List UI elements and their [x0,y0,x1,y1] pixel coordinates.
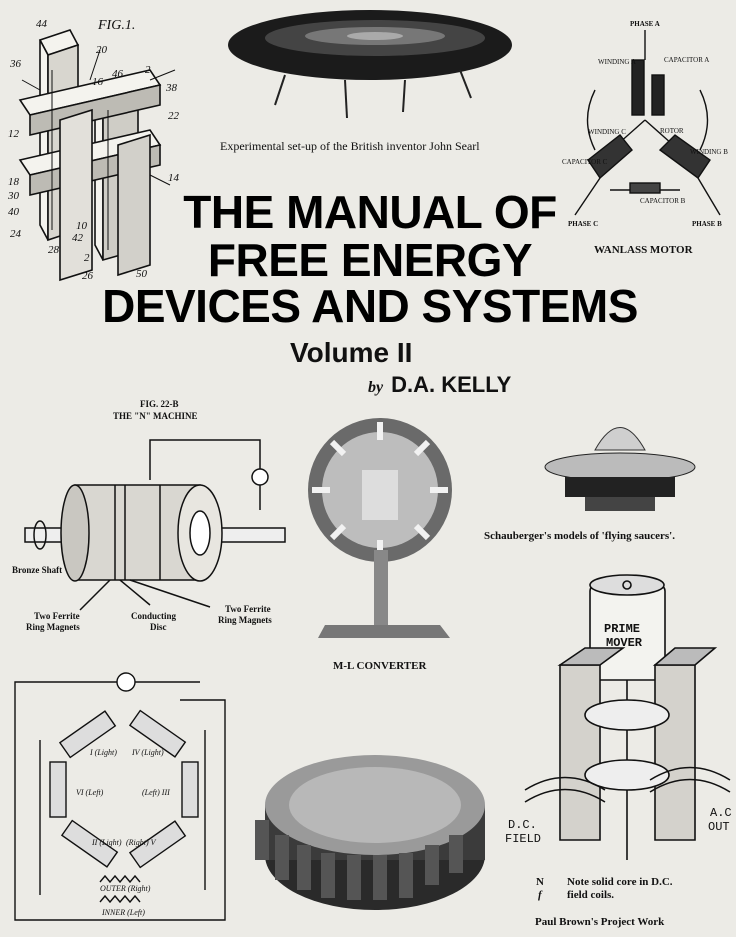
wanlass-label: PHASE C [568,220,599,228]
schauberger-saucer-photo [540,405,700,520]
fig1-number: 20 [96,44,107,56]
fig1-number: 2 [84,252,90,264]
fig1-number: 2 [145,64,151,76]
fig1-number: 38 [166,82,177,94]
fig1-number: 36 [10,58,21,70]
note-text-1: Note solid core in D.C. [567,876,673,888]
fig1-number: 40 [8,206,19,218]
prime-mover-label-1: PRIME [604,622,641,636]
wanlass-motor-diagram: PHASE A CAPACITOR A WINDING A ROTOR WIND… [560,20,730,240]
author-line: by D.A. KELLY [368,372,511,398]
n-machine-title: THE "N" MACHINE [113,411,198,421]
fig1-number: 16 [92,76,103,88]
disc-label-2: Disc [150,622,167,632]
volume-label: Volume II [290,337,413,368]
coil-label: I (Light) [90,748,117,757]
title-line-3: DEVICES AND SYSTEMS [102,280,638,332]
searl-caption: Experimental set-up of the British inven… [220,139,480,153]
dc-field-label-1: D.C. [508,818,537,832]
n-machine-fig: FIG. 22-B [140,399,179,409]
fig1-number: 26 [82,270,93,282]
author-prefix: by [368,379,384,396]
fig1-number: 18 [8,176,19,188]
wanlass-label: WINDING A [598,58,636,66]
paul-brown-device-diagram: PRIME MOVER D.C. FIELD A.C OUT [505,570,736,870]
coil-label: II (Light) [92,838,122,847]
fig1-number: 44 [36,18,47,30]
searl-disc-photo [225,0,515,130]
ml-converter-caption: M-L CONVERTER [333,660,427,672]
wanlass-label: CAPACITOR B [640,197,686,205]
rotor-device-photo [235,745,495,925]
bronze-shaft-label: Bronze Shaft [12,565,63,575]
inner-coil-label: INNER (Left) [102,908,145,917]
fig1-label: FIG.1. [98,18,136,33]
ferrite-left-label-1: Two Ferrite [34,611,80,621]
paul-brown-caption: Paul Brown's Project Work [535,916,665,928]
outer-coil-label: OUTER (Right) [100,884,151,893]
fig1-number: 46 [112,68,123,80]
note-symbol-n: N [536,876,544,888]
disc-label-1: Conducting [131,611,177,621]
coil-label: (Left) III [142,788,170,797]
title-line-1: THE MANUAL OF [183,186,557,238]
title-line-2: FREE ENERGY [207,234,533,286]
wanlass-label: CAPACITOR A [664,56,710,64]
dc-field-label-2: FIELD [505,832,542,846]
prime-mover-label-2: MOVER [606,636,643,650]
wanlass-label: ROTOR [660,127,684,135]
note-text-2: field coils. [567,889,615,901]
fig1-number: 12 [8,128,19,140]
author-name: D.A. KELLY [391,372,512,397]
wanlass-label: WINDING C [588,128,626,136]
schauberger-caption: Schauberger's models of 'flying saucers'… [484,530,675,542]
fig1-drawing: FIG.1. 44 20 36 46 2 38 16 22 12 14 18 3… [0,10,200,290]
ferrite-left-label-2: Ring Magnets [26,622,80,632]
fig1-number: 30 [8,190,19,202]
fig1-number: 28 [48,244,59,256]
ac-out-label-2: OUT [708,820,730,834]
wanlass-label: CAPACITOR C [562,158,608,166]
wanlass-caption: WANLASS MOTOR [594,244,693,256]
coil-label: (Right) V [126,838,156,847]
ferrite-right-label-1: Two Ferrite [225,604,271,614]
coil-circuit-diagram: I (Light) IV (Light) VI (Left) (Left) II… [0,670,240,935]
ferrite-right-label-2: Ring Magnets [218,615,272,625]
fig1-number: 50 [136,268,147,280]
wanlass-label: PHASE A [630,20,660,28]
fig1-number: 22 [168,110,179,122]
wanlass-label: WINDING B [690,148,728,156]
fig1-number: 42 [72,232,83,244]
fig1-number: 14 [168,172,179,184]
note-symbol-f: f [538,889,542,901]
ac-out-label-1: A.C [710,806,732,820]
wanlass-label: PHASE B [692,220,722,228]
coil-label: IV (Light) [132,748,164,757]
coil-label: VI (Left) [76,788,104,797]
fig1-number: 10 [76,220,87,232]
n-machine-diagram [20,425,300,620]
fig1-number: 24 [10,228,21,240]
ml-converter-photo [300,410,460,645]
